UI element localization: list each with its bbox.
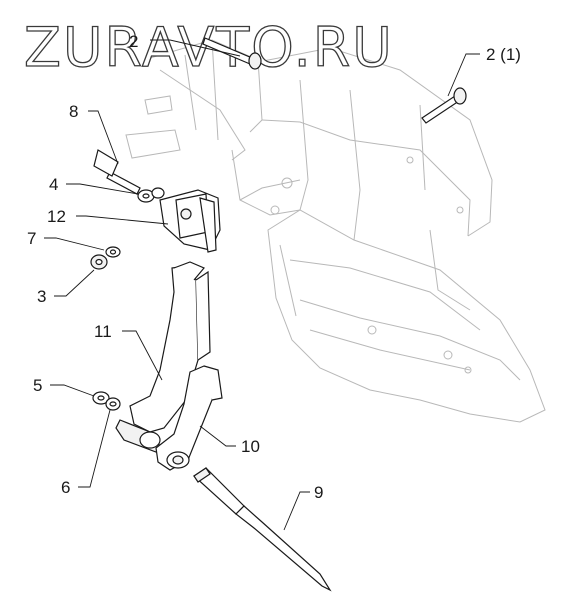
callout-8: 8: [69, 102, 78, 121]
arm-11: [115, 261, 211, 453]
bolt-2-1: [421, 87, 467, 124]
washer-6: [105, 397, 121, 411]
lever-10: [155, 365, 223, 471]
bolt-2: [202, 37, 262, 70]
callout-7: 7: [27, 229, 36, 248]
nut-3: [90, 254, 108, 270]
watermark-text: ZURAVTO.RU: [24, 16, 394, 79]
callout-2: 2: [129, 32, 138, 51]
nut-4b: [151, 187, 165, 199]
callout-9: 9: [314, 483, 323, 502]
callout-labels: 2 2 (1) 8 4 12 7 3 11 5 10 6 9: [27, 32, 521, 502]
callout-6: 6: [61, 478, 70, 497]
callout-3: 3: [37, 287, 46, 306]
callout-11: 11: [94, 322, 112, 341]
callout-12: 12: [47, 207, 66, 226]
washer-7: [105, 246, 121, 258]
leader-lines: [44, 39, 480, 531]
tine-9: [193, 467, 332, 592]
callout-2-1: 2 (1): [486, 45, 521, 64]
callout-5: 5: [33, 376, 42, 395]
washer-5: [92, 391, 110, 405]
callout-10: 10: [241, 437, 260, 456]
callout-4: 4: [49, 175, 58, 194]
clamp-12: [159, 189, 221, 253]
background-assembly: [125, 39, 546, 423]
